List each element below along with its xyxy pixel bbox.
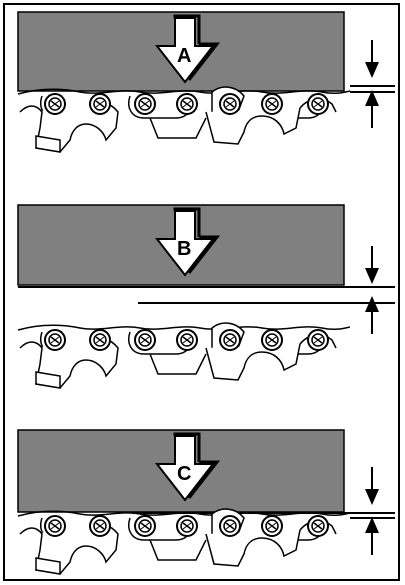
chain-segment	[18, 87, 350, 152]
chain-segment	[18, 323, 350, 388]
panel-b: B	[17, 204, 395, 388]
depth-gauge-arrows	[364, 39, 380, 129]
panel-c: C	[17, 429, 395, 574]
panel-label-a: A	[177, 45, 191, 67]
panel-label-b: B	[177, 238, 191, 260]
depth-gauge-arrows	[364, 245, 380, 335]
chain-segment	[18, 509, 350, 574]
depth-gauge-arrows	[364, 466, 380, 556]
panel-label-c: C	[177, 463, 191, 485]
panel-a: A	[17, 11, 395, 152]
